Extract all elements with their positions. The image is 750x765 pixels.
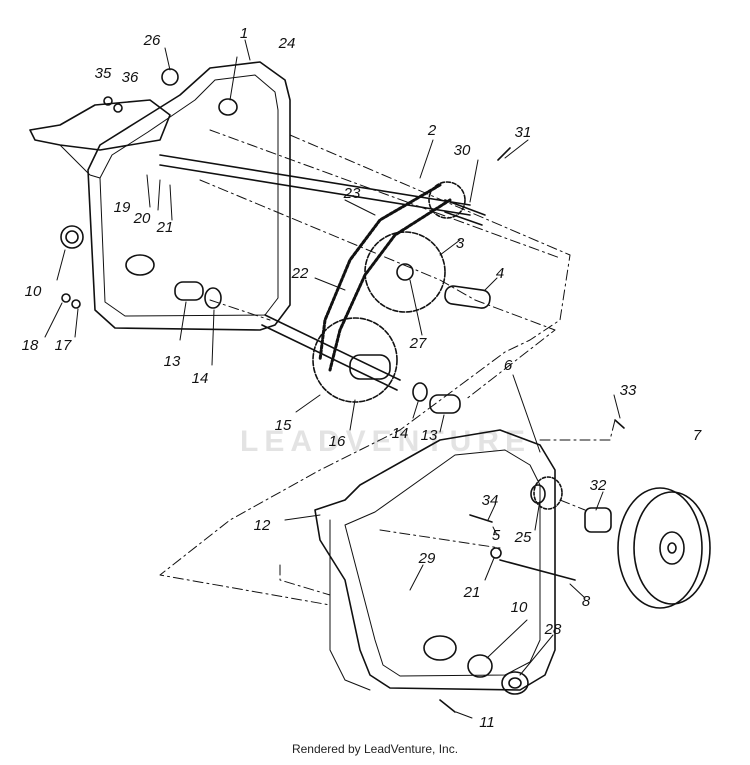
callout-2: 2: [427, 122, 437, 139]
bearing-28-inner: [508, 677, 522, 689]
callout-16: 16: [329, 433, 346, 450]
sprocket-3-hub: [396, 263, 414, 281]
callout-10: 10: [25, 283, 42, 300]
callout-33: 33: [620, 382, 637, 399]
housing-boss-left: [125, 254, 155, 276]
bearing-13-left: [174, 281, 204, 301]
callout-8: 8: [582, 593, 591, 610]
callout-10: 10: [511, 599, 528, 616]
callout-21: 21: [156, 219, 174, 236]
footer-credit: Rendered by LeadVenture, Inc.: [291, 742, 459, 756]
callout-labels: 1234567810101112131314141516171819202121…: [22, 25, 702, 731]
sprocket-16-hub: [349, 354, 391, 380]
callout-36: 36: [122, 69, 139, 86]
bearing-24: [218, 98, 238, 116]
callout-23: 23: [343, 185, 361, 202]
bolt-11: [439, 699, 456, 713]
callout-20: 20: [133, 210, 151, 227]
bushing-26: [161, 68, 179, 86]
seal-10-right: [467, 654, 493, 678]
bearing-13-right: [429, 394, 461, 414]
drive-chain-22: [328, 198, 452, 372]
callout-27: 27: [409, 335, 427, 352]
wheel-7-hub: [659, 531, 685, 565]
callout-13: 13: [421, 427, 438, 444]
callout-11: 11: [479, 714, 495, 731]
shaft-4: [444, 285, 491, 309]
callout-26: 26: [143, 32, 161, 49]
callout-3: 3: [456, 235, 465, 252]
housing-boss-right: [423, 635, 457, 661]
bushing-25: [530, 484, 546, 504]
callout-13: 13: [164, 353, 181, 370]
wheel-7-rim: [633, 491, 711, 605]
washer-14-right: [412, 382, 428, 402]
callout-12: 12: [254, 517, 271, 534]
seal-10-left: [60, 225, 84, 249]
sprocket-16: [312, 317, 398, 403]
assembly-guide-lines: [159, 129, 616, 606]
callout-35: 35: [95, 65, 112, 82]
callout-6: 6: [504, 357, 513, 374]
right-housing-plate-inner: [344, 449, 541, 677]
callout-29: 29: [418, 550, 436, 567]
shaft-30: [444, 199, 486, 226]
nut-18: [61, 293, 71, 303]
callout-24: 24: [278, 35, 296, 52]
callout-17: 17: [55, 337, 72, 354]
callout-14: 14: [192, 370, 209, 387]
sprocket-top: [428, 181, 466, 219]
callout-32: 32: [590, 477, 607, 494]
left-housing-flange: [99, 74, 279, 317]
washer-14-left: [204, 287, 222, 309]
callout-25: 25: [514, 529, 532, 546]
callout-30: 30: [454, 142, 471, 159]
washer-21-right: [490, 547, 502, 559]
shaft-2: [159, 154, 471, 216]
seal-10-left-inner: [65, 230, 79, 244]
callout-18: 18: [22, 337, 39, 354]
nut-17: [71, 299, 81, 309]
callout-7: 7: [693, 427, 702, 444]
callout-31: 31: [515, 124, 532, 141]
callout-22: 22: [291, 265, 309, 282]
callout-4: 4: [496, 265, 504, 282]
callout-28: 28: [544, 621, 562, 638]
callout-14: 14: [392, 425, 409, 442]
callout-5: 5: [492, 527, 501, 544]
wheel-7-axle: [667, 542, 677, 554]
pin-31: [497, 147, 511, 161]
sprocket-6: [533, 476, 563, 510]
right-housing-plate-back: [329, 519, 371, 691]
callout-1: 1: [240, 25, 248, 42]
callout-19: 19: [114, 199, 131, 216]
callout-15: 15: [275, 417, 292, 434]
right-housing-plate-outer: [314, 429, 556, 691]
nut-35: [103, 96, 113, 106]
screw-33: [614, 419, 625, 429]
nut-36: [113, 103, 123, 113]
left-mounting-tab: [29, 99, 171, 151]
bearing-28: [501, 671, 529, 695]
callout-34: 34: [482, 492, 499, 509]
wheel-7-outer: [617, 487, 703, 609]
sprocket-3: [364, 231, 446, 313]
screw-34: [469, 514, 493, 523]
spacer-32: [584, 507, 612, 533]
callout-21: 21: [463, 584, 481, 601]
bolt-8: [499, 559, 576, 581]
